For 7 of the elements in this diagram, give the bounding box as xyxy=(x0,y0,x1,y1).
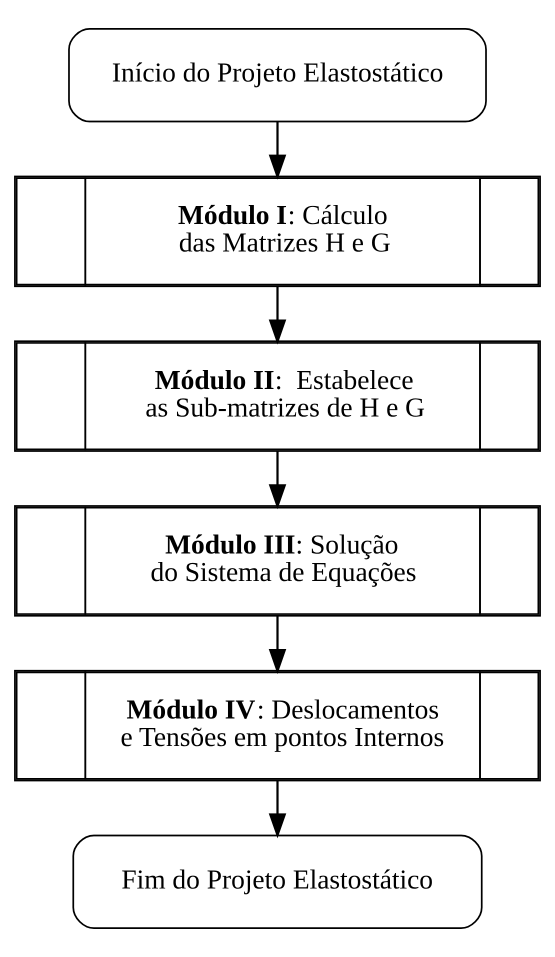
arrow xyxy=(268,122,286,180)
arrow xyxy=(268,780,286,838)
arrow xyxy=(268,616,286,674)
node-box: Fim do Projeto Elastostático xyxy=(72,834,483,929)
node-box: Início do Projeto Elastostático xyxy=(68,28,487,122)
arrow xyxy=(268,451,286,510)
arrow xyxy=(268,286,286,345)
